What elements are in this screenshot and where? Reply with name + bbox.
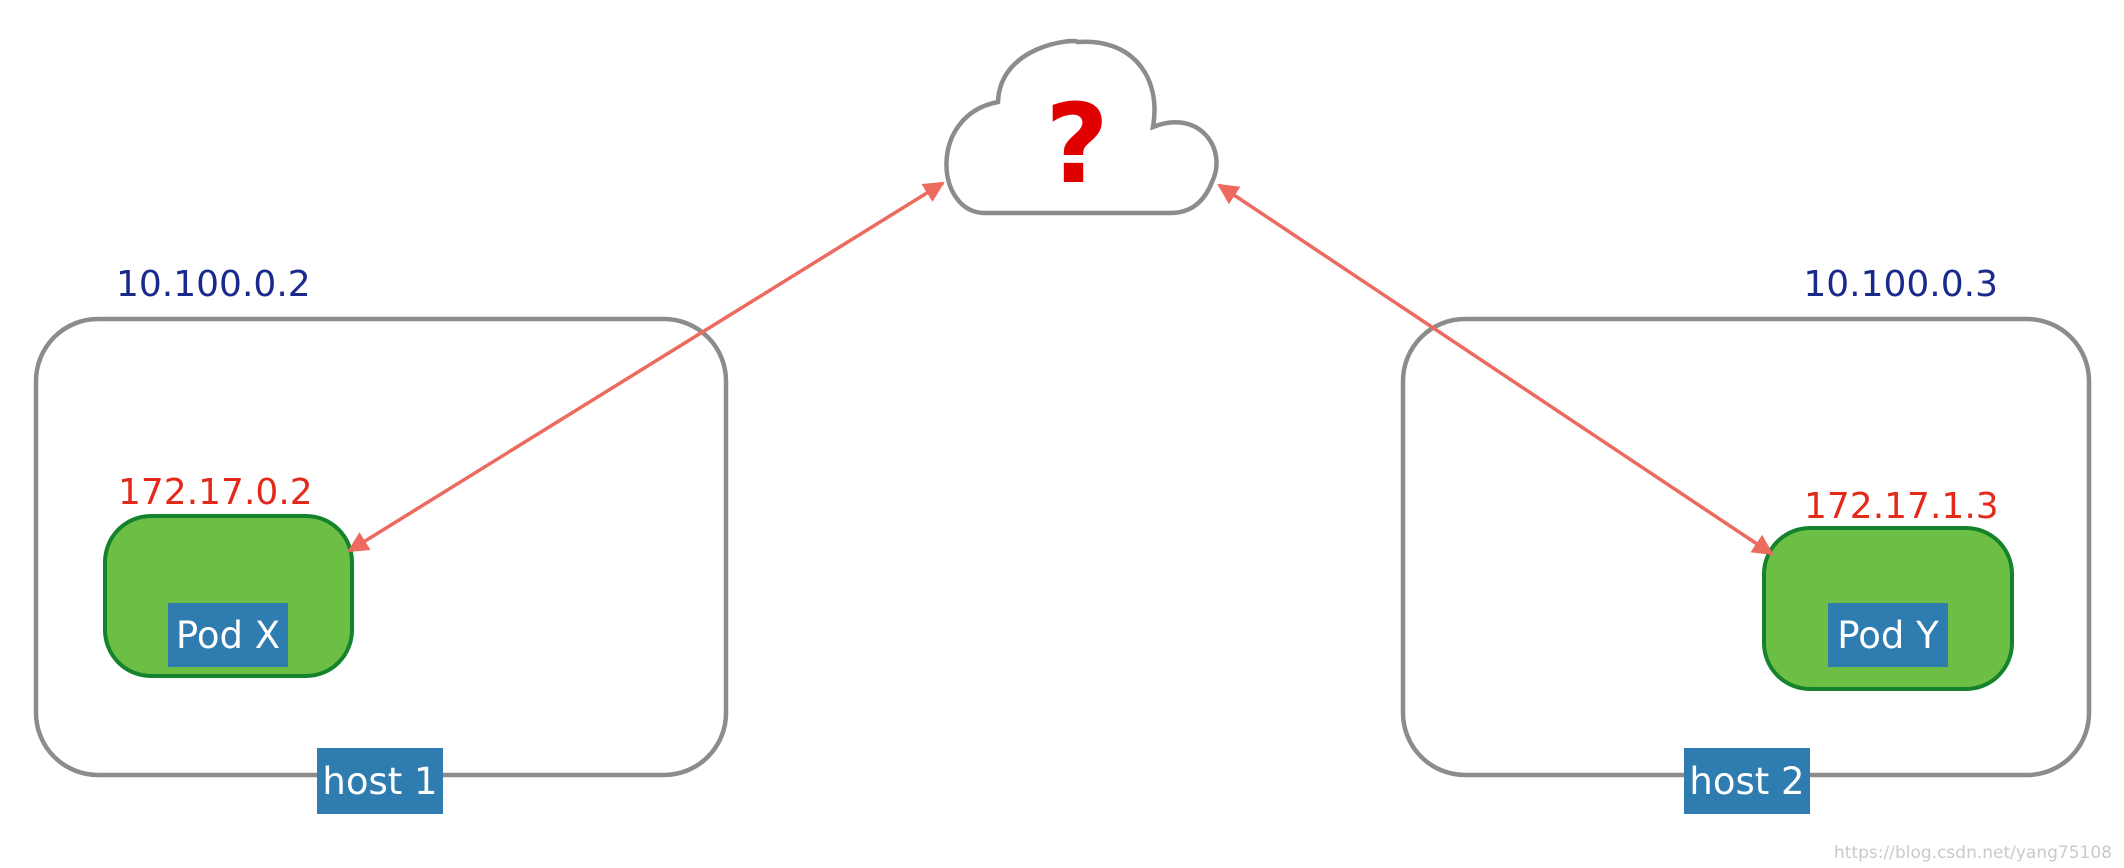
- pod-x-ip: 172.17.0.2: [118, 472, 313, 513]
- pod-x-label: Pod X: [176, 614, 280, 657]
- pod-y-tag: [1828, 603, 1948, 667]
- cloud-pod-y-link: [1217, 183, 1774, 556]
- pod-x-tag: [168, 603, 288, 667]
- pod-x: 172.17.0.2 Pod X: [103, 472, 354, 678]
- host-2-ip: 10.100.0.3: [1803, 264, 1998, 305]
- host-1: 10.100.0.2 172.17.0.2 Pod X host 1: [33, 264, 729, 814]
- pod-y: 172.17.1.3 Pod Y: [1762, 486, 2014, 691]
- host-2: 10.100.0.3 172.17.1.3 Pod Y host 2: [1400, 264, 2092, 814]
- host-1-ip: 10.100.0.2: [116, 264, 311, 305]
- host-2-tag: [1684, 748, 1810, 814]
- question-mark: ?: [1045, 80, 1109, 208]
- watermark: https://blog.csdn.net/yang75108: [1834, 843, 2112, 863]
- cloud-shape: [944, 38, 1219, 216]
- host-1-label: host 1: [322, 760, 437, 803]
- pod-y-ip: 172.17.1.3: [1804, 486, 1999, 527]
- cloud: ?: [944, 38, 1219, 216]
- pod-x-cloud-link: [347, 181, 945, 553]
- host-1-tag: [317, 748, 443, 814]
- host-2-label: host 2: [1689, 760, 1804, 803]
- pod-y-label: Pod Y: [1837, 614, 1939, 657]
- pod-x-box: [103, 514, 354, 678]
